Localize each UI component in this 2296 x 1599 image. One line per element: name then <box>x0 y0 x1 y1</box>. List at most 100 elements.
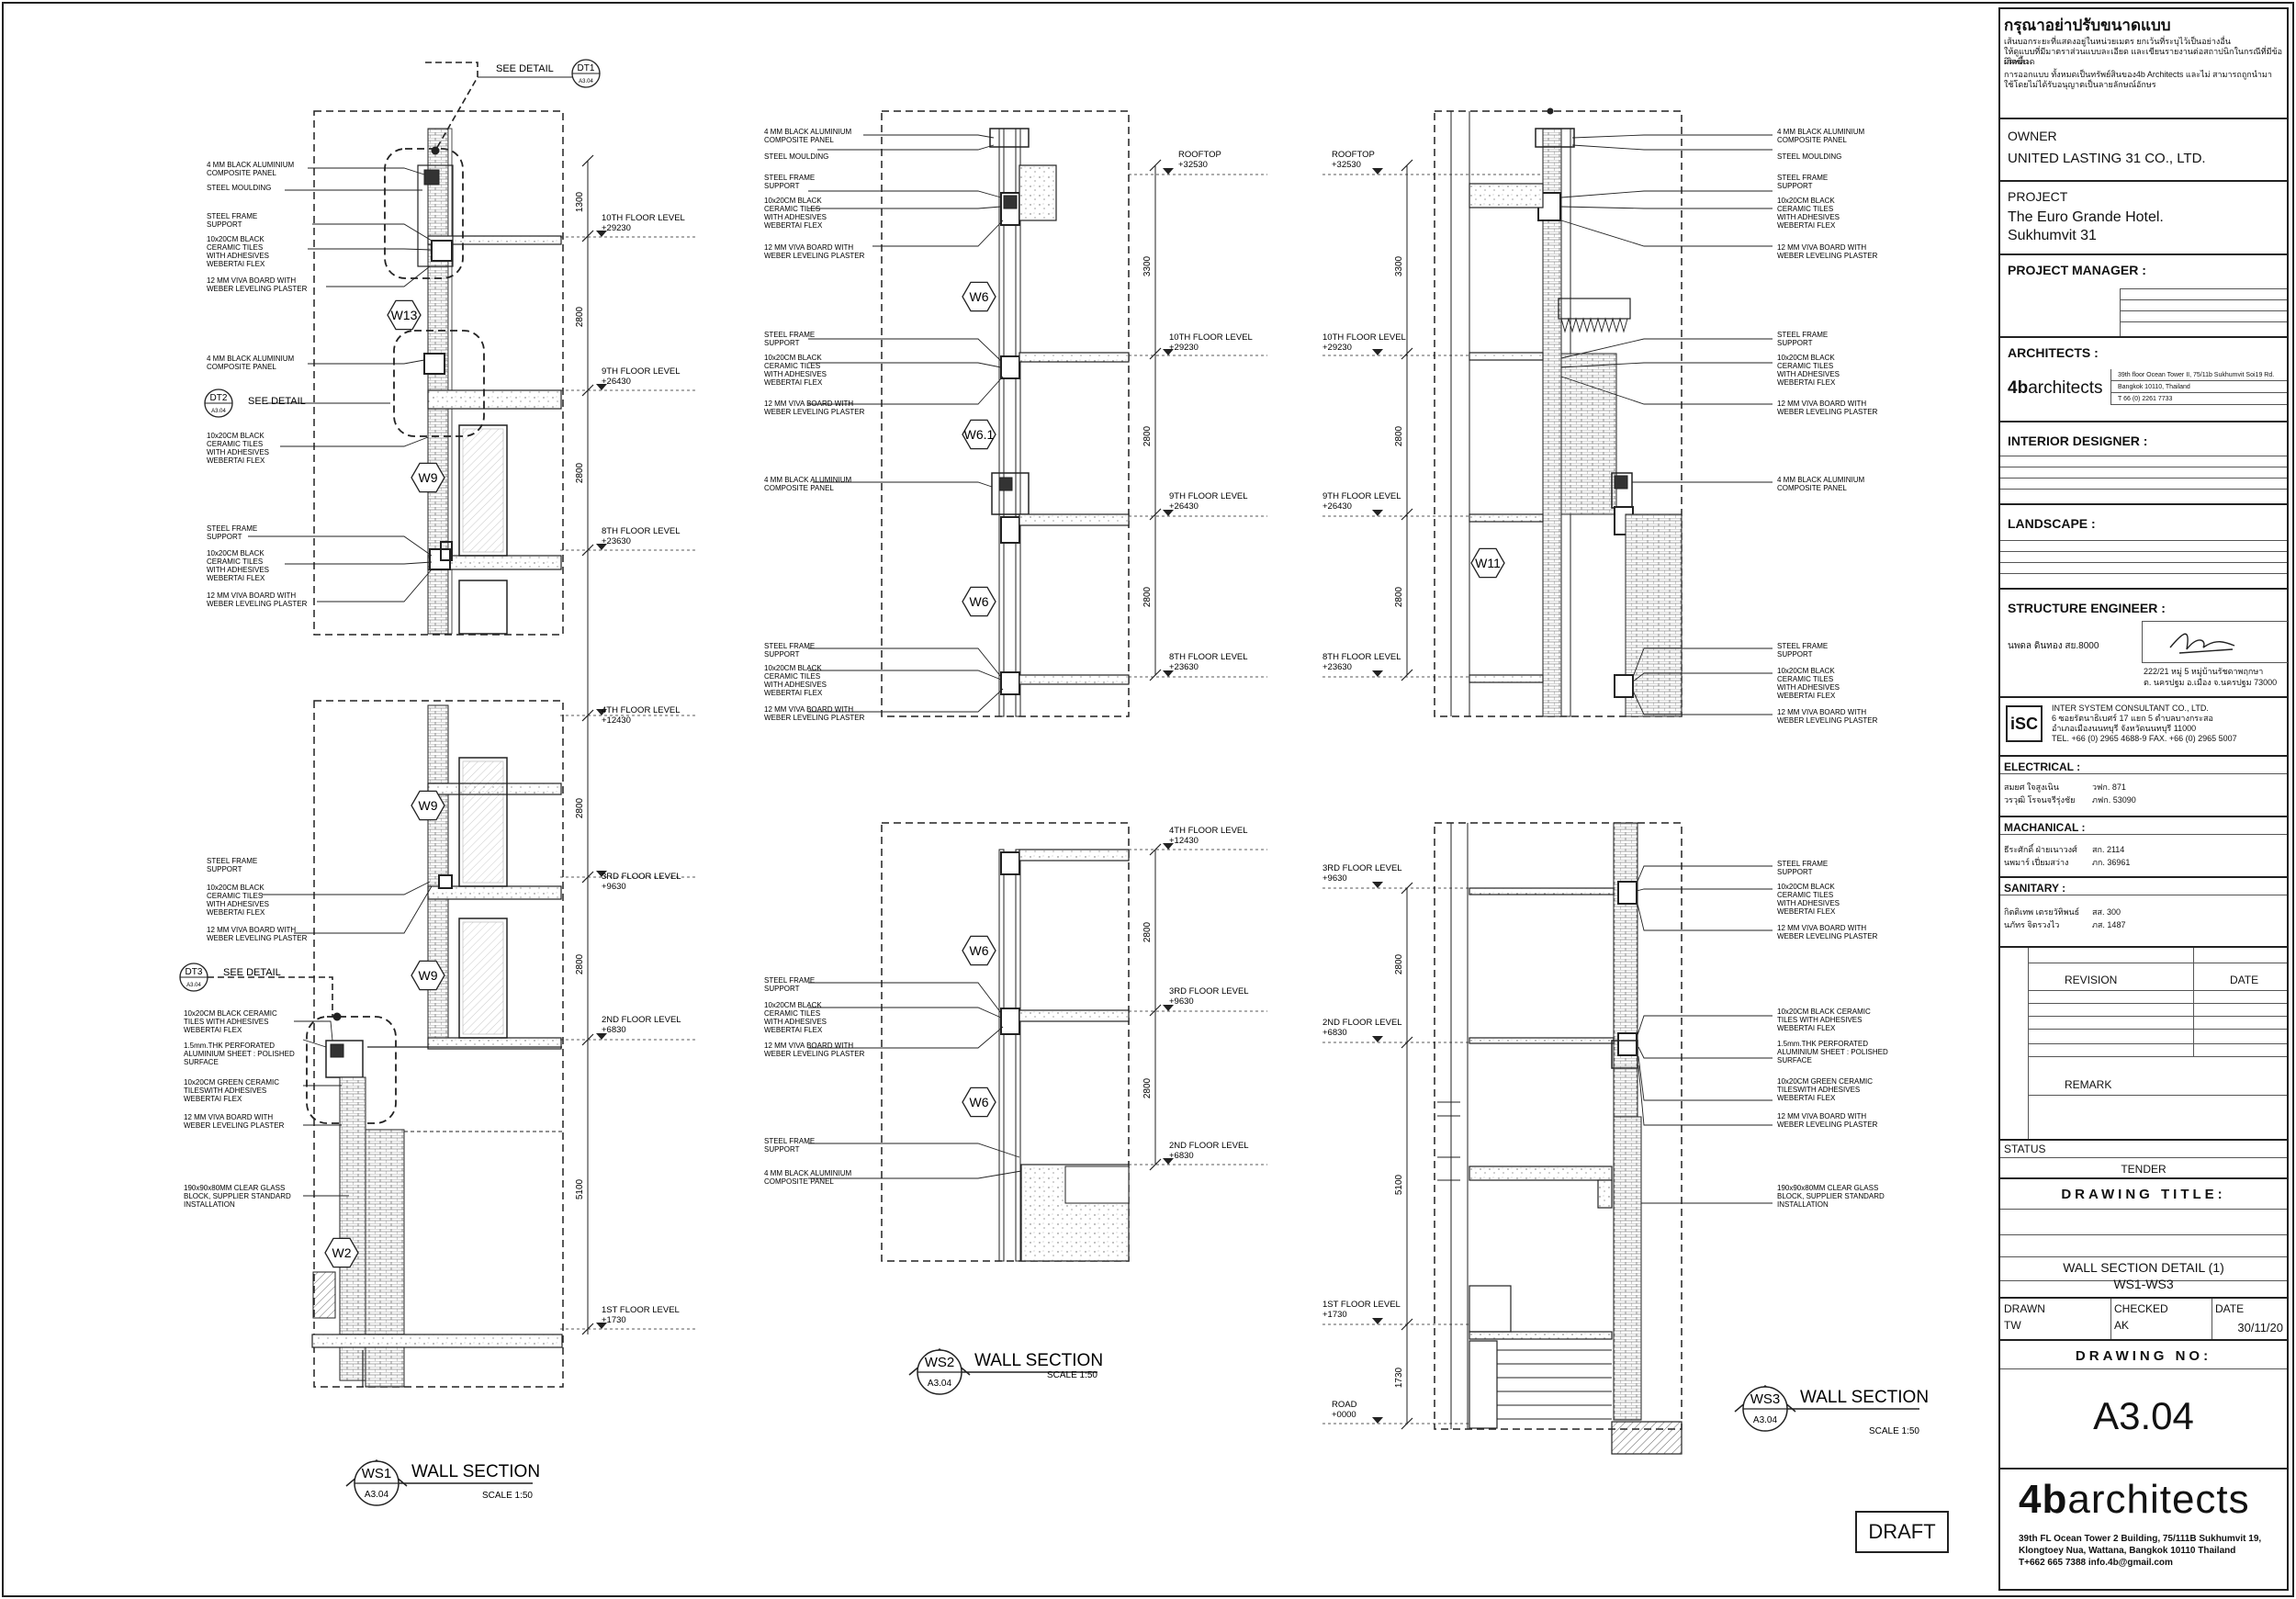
wall-tag-hexagon: W9 <box>411 790 445 821</box>
level-name: 3RD FLOOR LEVEL <box>602 872 681 882</box>
note-line: COMPOSITE PANEL <box>764 484 834 492</box>
dimension-5100: 5100 <box>1394 1174 1404 1195</box>
level-label-l8: 8TH FLOOR LEVEL+23630 <box>1322 652 1401 672</box>
sanitary-code-2: ภส. 1487 <box>2092 920 2126 929</box>
interior-designer-section: INTERIOR DESIGNER : <box>2000 422 2287 505</box>
level-label-l4: 4TH FLOOR LEVEL+12430 <box>1169 826 1248 846</box>
ws3-scale: SCALE 1:50 <box>1869 1426 1919 1436</box>
dimension-3300: 3300 <box>1394 255 1404 276</box>
note-line: WEBERTAI FLEX <box>184 1095 242 1103</box>
wall-tag-label: W13 <box>391 308 418 322</box>
mechanical-section: MACHANICAL : ธีระศักดิ์ ฝ่ายเนาวงศ์ นพมา… <box>2000 817 2287 878</box>
project-manager-label: PROJECT MANAGER : <box>2008 263 2146 277</box>
note-line: CERAMIC TILES <box>207 892 263 900</box>
note-line: WITH ADHESIVES <box>1777 370 1840 378</box>
note-line: SUPPORT <box>207 220 242 229</box>
electrical-code-1: วฟก. 871 <box>2092 783 2126 792</box>
note-line: 12 MM VIVA BOARD WITH <box>764 400 853 408</box>
level-name: 10TH FLOOR LEVEL <box>1322 332 1406 343</box>
notice-line-4: การออกแบบ ทั้งหมดเป็นทรัพย์สินของ4b Arch… <box>2004 70 2272 79</box>
level-label-l10: 10TH FLOOR LEVEL+29230 <box>1322 332 1406 353</box>
note-line: 10x20CM BLACK CERAMIC <box>184 1009 277 1018</box>
architects-address-2: Bangkok 10110, Thailand <box>2118 384 2190 390</box>
dimension-2800: 2800 <box>575 797 585 818</box>
level-elevation: +9630 <box>1169 997 1194 1007</box>
electrical-section: ELECTRICAL : สมยศ ใจสูงเนิน วรวุฒิ โรจนจ… <box>2000 757 2287 817</box>
ws1-tag-label: WS1 <box>362 1466 392 1481</box>
level-elevation: +6830 <box>1169 1151 1194 1161</box>
note-line: WEBERTAI FLEX <box>1777 1094 1836 1102</box>
level-name: 2ND FLOOR LEVEL <box>1322 1018 1402 1028</box>
level-name: 8TH FLOOR LEVEL <box>1169 652 1248 662</box>
ws2-tag-label: WS2 <box>925 1355 955 1370</box>
level-label-road: ROAD+0000 <box>1332 1400 1357 1420</box>
wall-tag-hexagon: W9 <box>411 960 445 991</box>
level-label-l2: 2ND FLOOR LEVEL+6830 <box>602 1015 681 1035</box>
status-value: TENDER <box>2121 1163 2167 1176</box>
level-name: 8TH FLOOR LEVEL <box>602 526 681 536</box>
note-line: WITH ADHESIVES <box>207 252 269 260</box>
note-line: CERAMIC TILES <box>764 672 820 681</box>
note-line: CERAMIC TILES <box>1777 205 1833 213</box>
note-line: WITH ADHESIVES <box>1777 213 1840 221</box>
drawing-title-line-2: WS1-WS3 <box>2113 1277 2174 1291</box>
note-line: WEBERTAI FLEX <box>1777 1024 1836 1032</box>
ws3-title-tag: WS3 A3.04 WALL SECTION SCALE 1:50 <box>1734 1385 1929 1436</box>
ws1-title: WALL SECTION <box>411 1462 540 1481</box>
level-name: ROOFTOP <box>1178 150 1221 160</box>
note-line: WEBER LEVELING PLASTER <box>1777 932 1878 940</box>
note-line: STEEL FRAME <box>764 642 815 650</box>
note-line: STEEL FRAME <box>764 331 815 339</box>
notice-line-5: ใช้โดยไม่ได้รับอนุญาตเป็นลายลักษณ์อักษร <box>2004 80 2156 89</box>
isc-line-3: อำเภอเมืองนนทบุรี จังหวัดนนทบุรี 11000 <box>2052 724 2197 733</box>
level-elevation: +23630 <box>1169 662 1199 672</box>
note-line: SUPPORT <box>207 865 242 873</box>
level-name: ROAD <box>1332 1400 1357 1410</box>
drawing-number-section: DRAWING NO: A3.04 <box>2000 1341 2287 1470</box>
level-name: 2ND FLOOR LEVEL <box>1169 1141 1249 1151</box>
owner-section: OWNER UNITED LASTING 31 CO., LTD. <box>2000 119 2287 182</box>
level-label-l2: 2ND FLOOR LEVEL+6830 <box>1169 1141 1249 1161</box>
project-name-line-1: The Euro Grande Hotel. <box>2008 209 2164 225</box>
ws3-tag-label: WS3 <box>1750 1391 1781 1407</box>
project-label: PROJECT <box>2008 189 2068 204</box>
note-line: CERAMIC TILES <box>764 362 820 370</box>
note-line: STEEL FRAME <box>1777 331 1828 339</box>
note-line: CERAMIC TILES <box>764 205 820 213</box>
note-line: 10x20CM BLACK <box>1777 354 1835 362</box>
title-block: กรุณาอย่าปรับขนาดแบบ เส้นบอกระยะที่แสดงอ… <box>1998 7 2289 1591</box>
note-line: WEBERTAI FLEX <box>184 1026 242 1034</box>
isc-line-4: TEL. +66 (0) 2965 4688-9 FAX. +66 (0) 29… <box>2052 734 2237 743</box>
level-label-rooftop: ROOFTOP+32530 <box>1332 150 1375 170</box>
dimension-2800: 2800 <box>1394 586 1404 607</box>
note-line: 4 MM BLACK ALUMINIUM <box>764 128 851 136</box>
note-line: STEEL MOULDING <box>1777 152 1841 161</box>
electrical-code-2: ภฟก. 53090 <box>2092 795 2136 805</box>
note-moulding: STEEL MOULDING <box>764 152 828 161</box>
note-line: WEBER LEVELING PLASTER <box>1777 408 1878 416</box>
note-line: CERAMIC TILES <box>764 1009 820 1018</box>
note-line: 12 MM VIVA BOARD WITH <box>764 705 853 714</box>
level-label-l9: 9TH FLOOR LEVEL+26430 <box>1169 491 1248 512</box>
ws1-section <box>197 62 698 1388</box>
note-line: 10x20CM BLACK <box>207 432 264 440</box>
note-line: 12 MM VIVA BOARD WITH <box>1777 708 1866 716</box>
dimension-2800: 2800 <box>1142 425 1153 446</box>
level-label-l4: 4TH FLOOR LEVEL+12430 <box>602 705 681 726</box>
wall-tag-hexagon: W6 <box>962 935 996 966</box>
drawing-number: A3.04 <box>2093 1394 2194 1437</box>
dimension-5100: 5100 <box>575 1178 585 1199</box>
level-elevation: +26430 <box>1169 501 1199 512</box>
wall-tag-label: W6 <box>970 1095 989 1109</box>
